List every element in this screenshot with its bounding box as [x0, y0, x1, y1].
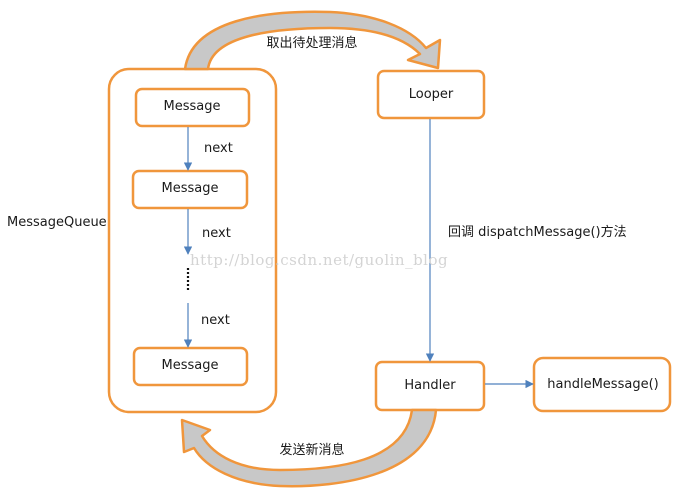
handler-label: Handler: [404, 378, 456, 393]
fetch-curved-arrow: [183, 10, 442, 71]
next-label-3: next: [201, 313, 230, 328]
message-box-2: [131, 169, 249, 210]
fetch-edge-label: 取出待处理消息: [266, 36, 358, 51]
message-queue-label: MessageQueue: [7, 215, 107, 230]
looper-label: Looper: [408, 87, 454, 102]
watermark-text: http://blog.csdn.net/guolin_blog: [190, 251, 449, 269]
message-box-1: [134, 87, 251, 128]
handle-message-box: [532, 356, 672, 413]
message-label-3: Message: [161, 358, 219, 373]
looper-box: [376, 69, 486, 120]
message-label-1: Message: [163, 99, 221, 114]
next-label-2: next: [202, 226, 231, 241]
message-label-2: Message: [161, 181, 219, 196]
send-edge-label: 发送新消息: [279, 443, 345, 458]
send-curved-arrow: [180, 408, 438, 488]
dispatch-edge-label: 回调 dispatchMessage()方法: [448, 225, 627, 240]
handle-message-label: handleMessage(): [547, 377, 659, 392]
message-box-3: [132, 346, 249, 387]
next-label-1: next: [204, 141, 233, 156]
